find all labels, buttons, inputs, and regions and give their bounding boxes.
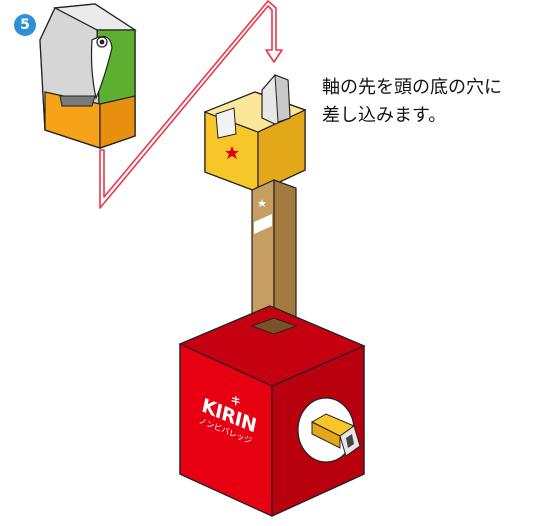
parrot-head-illustration (39, 3, 138, 149)
step-number-badge: 5 (14, 14, 36, 36)
star-icon (258, 199, 266, 207)
shaft (251, 179, 297, 329)
small-head-insert (310, 413, 361, 457)
star-icon (225, 146, 239, 159)
yellow-head-box (203, 74, 307, 193)
instruction-line-2: 差し込みます。 (322, 104, 447, 126)
instruction-text: 軸の先を頭の底の穴に 差し込みます。 (322, 74, 542, 130)
insertion-arrow (99, 0, 283, 209)
instruction-line-1: 軸の先を頭の底の穴に (322, 77, 502, 98)
red-base-box (178, 305, 366, 517)
